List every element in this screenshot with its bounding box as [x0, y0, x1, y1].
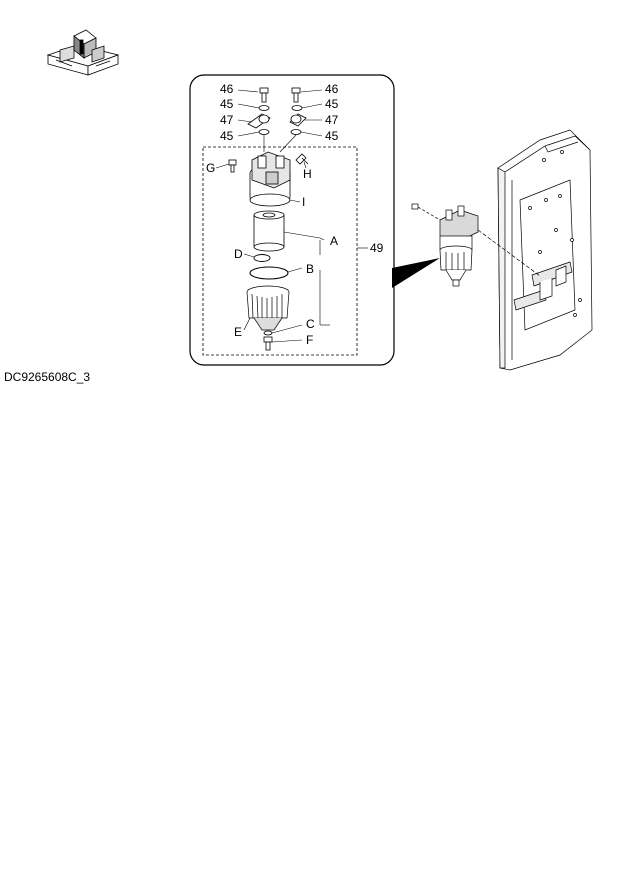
brackets-47 [247, 113, 307, 129]
assembly-boundary [202, 146, 358, 356]
drawing-code: DC9265608C_3 [4, 370, 91, 384]
o-ring-B [249, 266, 289, 280]
screw-H [295, 153, 309, 165]
machine-orientation-icon [46, 29, 120, 76]
callout-46-right: 46 [325, 82, 339, 96]
view-pointer [392, 258, 440, 288]
filter-bowl-E [246, 285, 290, 331]
callout-47-right: 47 [325, 113, 339, 127]
detail-frame [189, 74, 395, 366]
callout-F: F [306, 333, 313, 347]
callout-E: E [234, 325, 242, 339]
callout-45-right-lower: 45 [325, 129, 339, 143]
callout-C: C [306, 317, 315, 331]
callout-G: G [206, 161, 215, 175]
callout-H: H [303, 167, 312, 181]
callout-45-right-upper: 45 [325, 97, 339, 111]
o-ring-D [253, 254, 271, 262]
drain-plug-F [263, 336, 273, 351]
callout-45-left-upper: 45 [220, 97, 234, 111]
bolt-46-right [291, 87, 301, 103]
machine-panel [497, 129, 593, 371]
bolt-46-left [259, 87, 269, 103]
filter-head-I [249, 151, 291, 207]
callout-A: A [330, 234, 338, 248]
callout-D: D [234, 247, 243, 261]
callout-45-left-lower: 45 [220, 129, 234, 143]
leader-lines [215, 89, 368, 343]
callout-46-left: 46 [220, 82, 234, 96]
callout-I: I [302, 195, 305, 209]
seal-C [263, 330, 273, 336]
callout-47-left: 47 [220, 113, 234, 127]
callout-B: B [306, 262, 314, 276]
screw-G [228, 159, 237, 173]
filter-element-A [253, 210, 285, 252]
callout-49: 49 [370, 241, 384, 255]
mounted-fuel-filter [411, 203, 541, 287]
